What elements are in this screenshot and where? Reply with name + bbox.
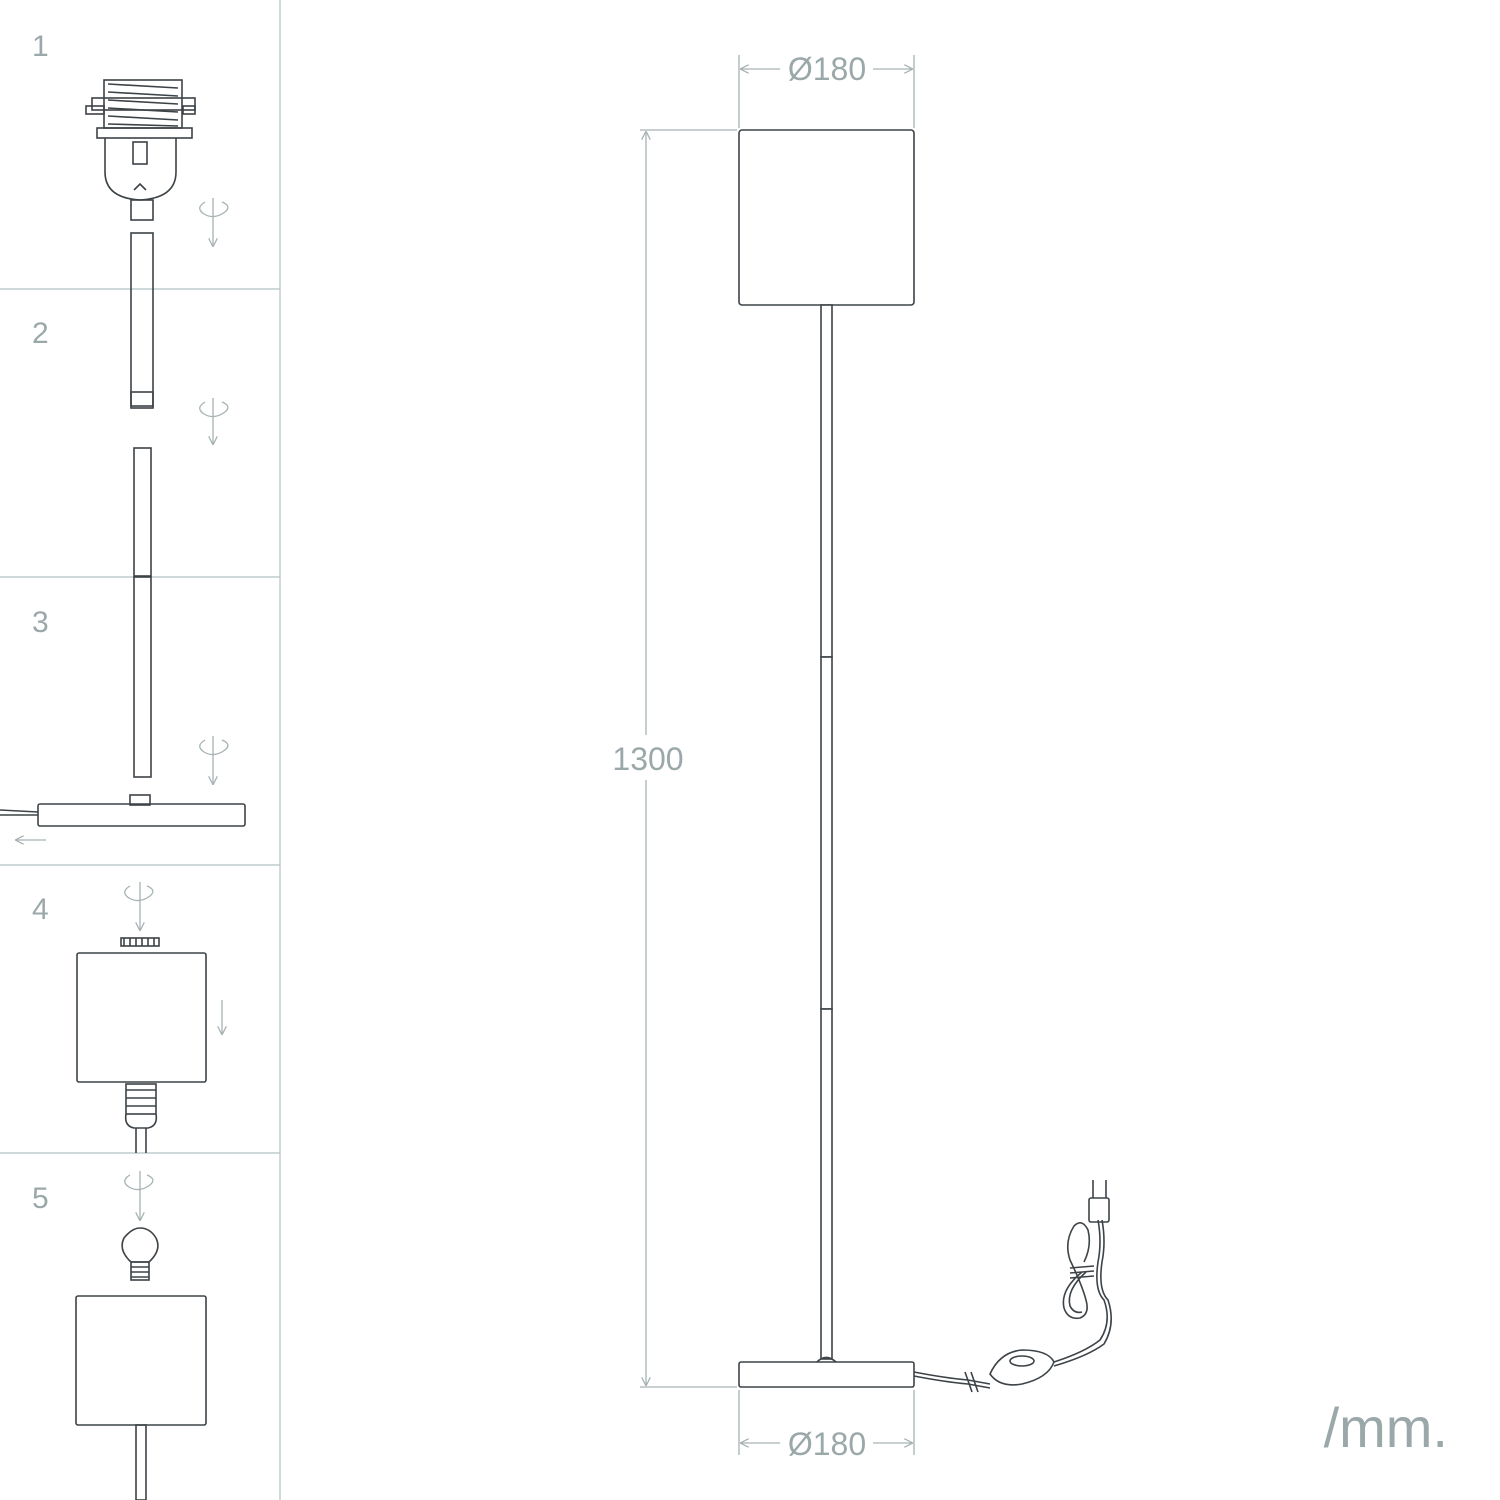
rotate-arrow-icon xyxy=(124,1171,154,1220)
tube-assembled xyxy=(135,1424,147,1500)
socket-icon xyxy=(124,1083,158,1153)
tube-segment-top xyxy=(130,232,154,409)
height-label: 1300 xyxy=(612,741,683,777)
rotate-arrow-icon xyxy=(199,398,229,444)
rotate-arrow-icon xyxy=(124,882,154,930)
base-plate-icon xyxy=(0,794,246,827)
tube-thread-top xyxy=(130,391,154,407)
tube-segment-middle xyxy=(133,447,152,577)
lampshade-assembled xyxy=(75,1295,207,1426)
top-diameter-label: Ø180 xyxy=(788,51,866,87)
floor-lamp-drawing: Ø180 1300 Ø180 xyxy=(612,51,1112,1462)
step-number-1: 1 xyxy=(32,30,49,63)
step-number-3: 3 xyxy=(32,606,49,639)
bottom-diameter-label: Ø180 xyxy=(788,1426,866,1462)
plug-cable-icon xyxy=(1053,1180,1112,1367)
socket-icon xyxy=(85,79,196,221)
lamp-shade xyxy=(738,129,915,306)
rotate-arrow-icon xyxy=(199,198,229,246)
step-number-5: 5 xyxy=(32,1182,49,1215)
inline-switch-icon xyxy=(989,1349,1055,1386)
steps-panel: 1 2 3 4 5 xyxy=(0,0,281,1500)
unit-label: /mm. xyxy=(1324,1396,1448,1459)
lamp-base xyxy=(738,1361,915,1388)
lamp-pole xyxy=(816,304,837,1363)
step-number-4: 4 xyxy=(32,893,49,926)
power-cord xyxy=(913,1371,991,1393)
step-number-2: 2 xyxy=(32,317,49,350)
rotate-arrow-icon xyxy=(199,736,229,784)
tube-segment-bottom xyxy=(133,576,152,778)
light-bulb-icon xyxy=(121,1227,159,1281)
lampshade xyxy=(76,952,207,1083)
shade-ring-icon xyxy=(120,937,160,947)
